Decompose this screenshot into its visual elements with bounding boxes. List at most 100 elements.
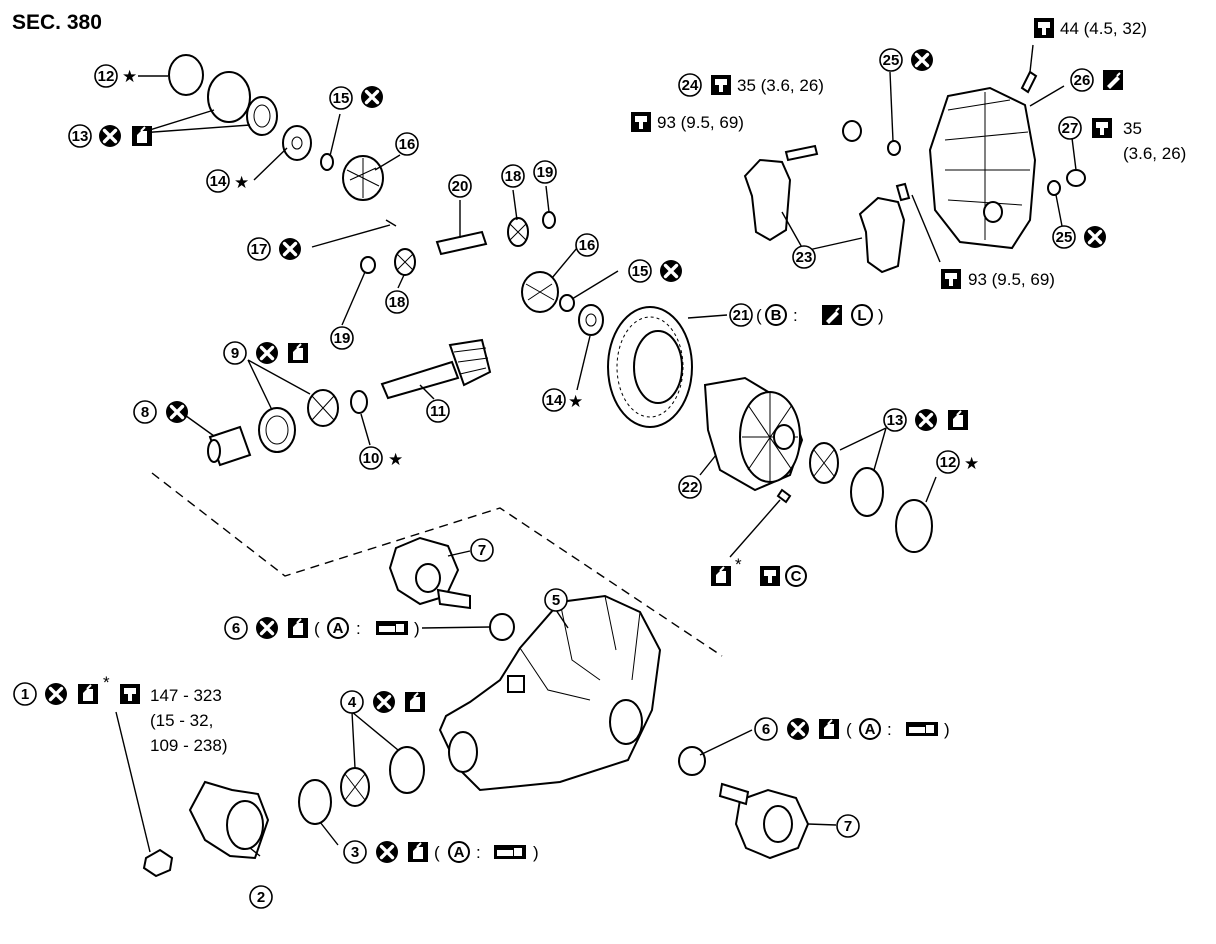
- torque-wrench-icon: [1092, 118, 1112, 138]
- svg-text:A: A: [865, 721, 876, 738]
- part-26-rear-cover: [928, 86, 1037, 250]
- part-5-gear-carrier: [438, 594, 662, 792]
- callout-23: 23: [792, 245, 816, 269]
- svg-text:25: 25: [1056, 229, 1073, 246]
- svg-text:3: 3: [351, 844, 359, 861]
- callout-6-left: 6: [224, 616, 248, 640]
- svg-text:23: 23: [796, 249, 813, 266]
- colon-3: :: [476, 843, 481, 862]
- svg-text:L: L: [857, 307, 866, 324]
- callout-3: 3: [343, 840, 367, 864]
- svg-text:12: 12: [98, 68, 115, 85]
- torque-value-1-metric: (15 - 32,: [150, 711, 213, 730]
- torque-wrench-icon: [120, 684, 140, 704]
- callout-9: 9: [223, 341, 247, 365]
- replace-x-icon: [43, 681, 69, 707]
- svg-text:26: 26: [1074, 72, 1091, 89]
- torque-value-44: 44 (4.5, 32): [1060, 19, 1147, 38]
- callout-18-bottom: 18: [385, 290, 409, 314]
- star-10: ★: [388, 450, 403, 469]
- callout-8: 8: [133, 400, 157, 424]
- svg-text:9: 9: [231, 345, 239, 362]
- svg-text:22: 22: [682, 479, 699, 496]
- replace-x-icon: [374, 839, 400, 865]
- asterisk-1: *: [103, 673, 110, 692]
- svg-text:10: 10: [363, 450, 380, 467]
- paren-open-6-left: (: [314, 619, 320, 638]
- letter-a-badge: A: [327, 617, 349, 639]
- callout-19-bottom: 19: [330, 326, 354, 350]
- grease-icon: [376, 621, 408, 635]
- svg-text:19: 19: [334, 330, 351, 347]
- callout-20: 20: [448, 174, 472, 198]
- grease-icon: [906, 722, 938, 736]
- svg-text:12: 12: [940, 454, 957, 471]
- callout-14-left: 14: [206, 169, 230, 193]
- svg-text:2: 2: [257, 889, 265, 906]
- replace-x-icon: [371, 689, 397, 715]
- letter-a-badge: A: [859, 718, 881, 740]
- sealant-tube-icon: [821, 304, 843, 326]
- replace-x-icon: [658, 258, 684, 284]
- svg-text:11: 11: [430, 403, 446, 420]
- callout-21: 21: [729, 303, 753, 327]
- svg-text:18: 18: [389, 294, 406, 311]
- svg-text:24: 24: [682, 77, 699, 94]
- oil-can-icon: [404, 691, 426, 713]
- replace-x-icon: [359, 84, 385, 110]
- replace-x-icon: [1082, 224, 1108, 250]
- svg-text:7: 7: [844, 818, 852, 835]
- callout-27: 27: [1058, 116, 1082, 140]
- svg-text:19: 19: [537, 164, 554, 181]
- oil-can-icon: [287, 617, 309, 639]
- svg-text:14: 14: [210, 173, 227, 190]
- oil-can-icon: [131, 125, 153, 147]
- callout-7-right: 7: [836, 814, 860, 838]
- callout-16-top: 16: [395, 132, 419, 156]
- part-12-adjusting-shim: [168, 54, 204, 96]
- callout-22: 22: [678, 475, 702, 499]
- replace-x-icon: [785, 716, 811, 742]
- oil-can-icon: [77, 683, 99, 705]
- callout-15-mid: 15: [628, 259, 652, 283]
- part-13-side-bearing-cup: [207, 71, 251, 123]
- oil-can-icon: [407, 841, 429, 863]
- callout-24: 24: [678, 73, 702, 97]
- torque-value-93-bottom: 93 (9.5, 69): [968, 270, 1055, 289]
- svg-text:B: B: [771, 307, 782, 324]
- svg-text:13: 13: [72, 128, 89, 145]
- callout-11: 11: [426, 399, 450, 423]
- callout-26: 26: [1070, 68, 1094, 92]
- oil-can-icon: [818, 718, 840, 740]
- svg-text:8: 8: [141, 404, 149, 421]
- callout-14-mid: 14: [542, 388, 566, 412]
- callout-12-left: 12: [94, 64, 118, 88]
- paren-close-21: ): [878, 306, 884, 325]
- torque-wrench-icon: [1034, 18, 1054, 38]
- replace-x-icon: [164, 399, 190, 425]
- callout-12-right: 12: [936, 450, 960, 474]
- svg-text:A: A: [454, 844, 465, 861]
- callout-16-mid: 16: [575, 233, 599, 257]
- paren-open-3: (: [434, 843, 440, 862]
- callout-13-right: 13: [883, 408, 907, 432]
- callout-19-top: 19: [533, 160, 557, 184]
- grease-icon: [494, 845, 526, 859]
- svg-text:4: 4: [348, 694, 357, 711]
- svg-text:16: 16: [579, 237, 596, 254]
- letter-a-badge: A: [448, 841, 470, 863]
- star-12-right: ★: [964, 454, 979, 473]
- star-14-mid: ★: [568, 392, 583, 411]
- callout-17: 17: [247, 237, 271, 261]
- torque-wrench-icon: [631, 112, 651, 132]
- paren-open-21: (: [756, 306, 762, 325]
- callout-15-top: 15: [329, 86, 353, 110]
- replace-x-icon: [913, 407, 939, 433]
- part-11-drive-pinion: [380, 360, 460, 400]
- replace-x-icon: [254, 615, 280, 641]
- svg-text:15: 15: [632, 263, 649, 280]
- replace-x-icon: [277, 236, 303, 262]
- sealant-tube-icon: [1102, 69, 1124, 91]
- letter-l-badge: L: [851, 304, 873, 326]
- torque-wrench-icon: [941, 269, 961, 289]
